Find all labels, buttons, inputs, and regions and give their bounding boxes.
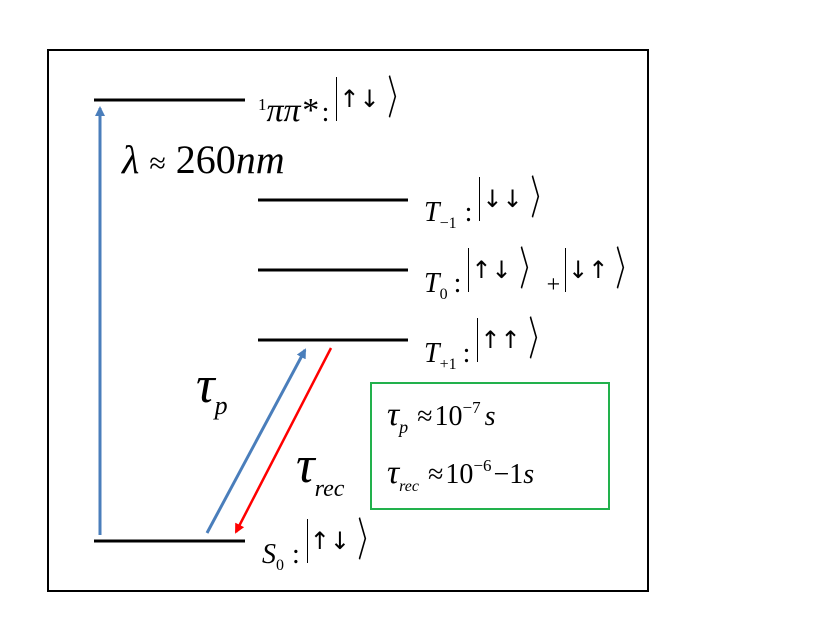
label-pipi-spins: ↑↓ [339,85,380,113]
label-s-zero-subscript: 0 [276,557,284,574]
wavelength-value: 260 [175,137,236,182]
box-tau-rec-base: 10 [445,459,474,490]
box-line-tau-rec: τrec ≈10−6−1s [387,454,535,495]
wavelength-unit: nm [235,137,285,182]
label-s-zero-colon: : [292,539,300,570]
label-t-zero-colon: : [453,268,462,299]
label-s-zero: S0:↑↓〉 [262,518,391,574]
box-tau-p-base: 10 [434,401,463,432]
label-t-zero-subscript: 0 [439,286,448,303]
label-t-plus-subscript: +1 [439,356,457,373]
tau-rec-label: τrec [296,437,344,502]
approx-sign: ≈ [149,147,166,180]
label-t-plus-symbol: T [424,338,440,369]
excitation-wavelength: λ ≈ 260nm [122,140,285,180]
box-tau-p-exponent: −7 [462,398,481,417]
label-t-zero-spins-b: ↓↑ [568,256,609,284]
tau-p-arrow [205,348,307,534]
outer-frame [47,49,649,592]
label-t-minus-ket: ↓↓〉 [476,176,563,222]
label-t-plus-colon: : [462,338,471,369]
label-t-plus-ket: ↑↑〉 [474,317,561,363]
box-tau-rec-approx: ≈ [428,459,444,490]
label-t-zero-spins-a: ↑↓ [471,256,512,284]
lambda-symbol: λ [122,137,140,182]
label-t-plus: T+1:↑↑〉 [424,317,562,373]
label-t-zero-ket-a: ↑↓〉 [465,247,552,293]
label-s-zero-symbol: S [262,539,276,570]
box-tau-rec-range-end: −1 [493,459,524,490]
box-tau-rec-subscript: rec [399,478,420,495]
tau-rec-symbol: τ [296,437,315,494]
box-tau-rec-exponent: −6 [473,456,492,475]
box-tau-p-approx: ≈ [417,401,433,432]
tau-p-subscript: p [214,391,228,420]
label-pipi-colon: : [321,97,330,128]
tau-rec-arrow [234,347,333,534]
label-t-minus-subscript: −1 [439,215,457,232]
label-t-zero-symbol: T [424,268,440,299]
label-pipi-ket: ↑↓〉 [333,76,420,122]
label-s-zero-spins: ↑↓ [309,527,350,555]
label-t-zero: T0:↑↓〉+↓↑〉 [424,247,649,303]
tau-p-symbol: τ [196,357,215,414]
label-t-zero-ket-b: ↓↑〉 [562,247,649,293]
box-tau-rec-unit: s [523,459,535,490]
label-pipi: 1ππ*:↑↓〉 [258,76,421,128]
label-t-zero-plus: + [546,272,561,298]
label-t-plus-spins: ↑↑ [480,326,521,354]
label-t-minus-symbol: T [424,197,440,228]
label-t-minus: T−1:↓↓〉 [424,176,564,232]
box-tau-p-symbol: τ [387,396,400,433]
box-tau-rec-symbol: τ [387,454,400,491]
label-s-zero-ket: ↑↓〉 [304,518,391,564]
label-pipi-symbol: ππ* [266,92,318,129]
label-t-minus-colon: : [464,197,473,228]
label-t-minus-spins: ↓↓ [482,185,523,213]
box-tau-p-subscript: p [399,417,409,437]
label-pipi-superscript: 1 [258,95,267,114]
box-tau-p-unit: s [484,401,496,432]
tau-p-label: τp [196,357,228,419]
tau-rec-subscript: rec [314,476,345,502]
lifetime-box [370,382,610,510]
